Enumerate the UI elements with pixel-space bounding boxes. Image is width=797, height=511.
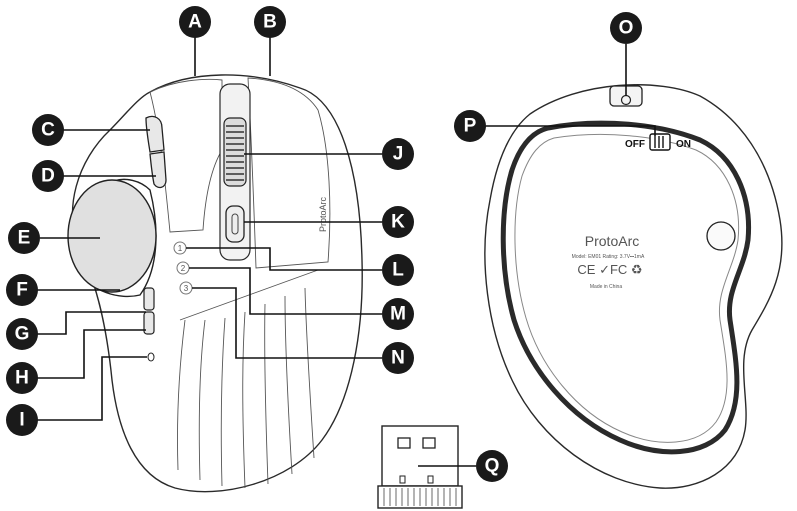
- callout-F: F: [6, 274, 38, 306]
- bottom-spec-line: Model: EM01 Rating: 3.7V⎓1mA: [572, 254, 645, 260]
- channel-button-inner: [231, 213, 239, 235]
- power-switch-ridges: [654, 136, 664, 148]
- callout-Q-label: Q: [485, 456, 500, 477]
- callout-G-label: G: [15, 324, 30, 345]
- callout-J-label: J: [393, 144, 404, 165]
- leader-P: [486, 125, 656, 136]
- callout-H-label: H: [15, 368, 29, 389]
- callout-I-label: I: [19, 410, 24, 431]
- callout-L-label: L: [392, 260, 404, 281]
- leader-H: [36, 329, 146, 379]
- callout-D-label: D: [41, 166, 55, 187]
- back-button[interactable]: [149, 151, 167, 189]
- receiver-connector: [381, 425, 459, 487]
- channel-indicator-3-label: 3: [184, 284, 189, 293]
- switch-on-label: ON: [676, 139, 691, 150]
- leader-L: [186, 247, 382, 271]
- receiver-grip-lines: [383, 488, 457, 506]
- power-switch[interactable]: [649, 133, 671, 151]
- palm-rest-ridges: [177, 269, 319, 489]
- leader-I: [36, 356, 147, 421]
- channel-indicator-2-label: 2: [181, 264, 186, 273]
- callout-M: M: [382, 298, 414, 330]
- callout-N: N: [382, 342, 414, 374]
- power-indicator-light: [147, 352, 155, 362]
- trackball-speed-down-button[interactable]: [143, 311, 155, 335]
- mouse-bottom-view: OFF ON ProtoArc Model: EM01 Rating: 3.7V…: [484, 84, 783, 489]
- callout-E: E: [8, 222, 40, 254]
- bottom-made-in: Made in China: [590, 284, 622, 290]
- mouse-top-view: ProtoArc 1 2 3: [67, 74, 363, 493]
- callout-A-label: A: [188, 12, 202, 33]
- callout-badges: A B C D E F G H: [6, 6, 642, 482]
- callout-P-label: P: [464, 116, 477, 137]
- callout-I: I: [6, 404, 38, 436]
- callout-E-label: E: [18, 228, 31, 249]
- bottom-inner-shell: [500, 120, 752, 455]
- callout-B-label: B: [263, 12, 277, 33]
- channel-indicator-1-label: 1: [178, 244, 183, 253]
- right-button-outline: [247, 77, 331, 269]
- scroll-wheel[interactable]: [223, 117, 247, 187]
- callout-H: H: [6, 362, 38, 394]
- receiver-pin-2: [422, 437, 436, 449]
- callout-K-label: K: [391, 212, 405, 233]
- leader-G: [36, 311, 146, 335]
- leader-lines: [36, 36, 656, 467]
- trackball-speed-up-button[interactable]: [143, 287, 155, 311]
- scroll-wheel-ridges: [226, 125, 244, 181]
- receiver-contact-1: [399, 475, 406, 484]
- callout-M-label: M: [390, 304, 406, 325]
- forward-button[interactable]: [145, 115, 165, 153]
- bottom-brand: ProtoArc: [585, 233, 639, 249]
- receiver-pin-1: [397, 437, 411, 449]
- brand-side-text: ProtoArc: [318, 196, 328, 232]
- bottom-inner-shell-highlight: [514, 133, 740, 443]
- callout-F-label: F: [16, 280, 28, 301]
- callout-B: B: [254, 6, 286, 38]
- leader-M: [189, 267, 382, 315]
- callout-O: O: [610, 12, 642, 44]
- optical-sensor: [706, 221, 736, 251]
- channel-button[interactable]: [225, 205, 245, 243]
- callout-P: P: [454, 110, 486, 142]
- callout-C-label: C: [41, 120, 55, 141]
- callout-L: L: [382, 254, 414, 286]
- trackball[interactable]: [67, 179, 157, 293]
- callout-G: G: [6, 318, 38, 350]
- callout-J: J: [382, 138, 414, 170]
- bottom-body-outline: [484, 84, 783, 489]
- receiver-contact-2: [427, 475, 434, 484]
- usb-receiver: [377, 425, 463, 509]
- bottom-cert-marks: CE ✓FC ♻: [577, 262, 642, 277]
- callout-D: D: [32, 160, 64, 192]
- leader-N: [192, 287, 382, 359]
- callout-N-label: N: [391, 348, 405, 369]
- switch-off-label: OFF: [625, 139, 645, 150]
- callout-Q: Q: [476, 450, 508, 482]
- callout-O-label: O: [619, 18, 634, 39]
- callout-K: K: [382, 206, 414, 238]
- callout-A: A: [179, 6, 211, 38]
- callout-C: C: [32, 114, 64, 146]
